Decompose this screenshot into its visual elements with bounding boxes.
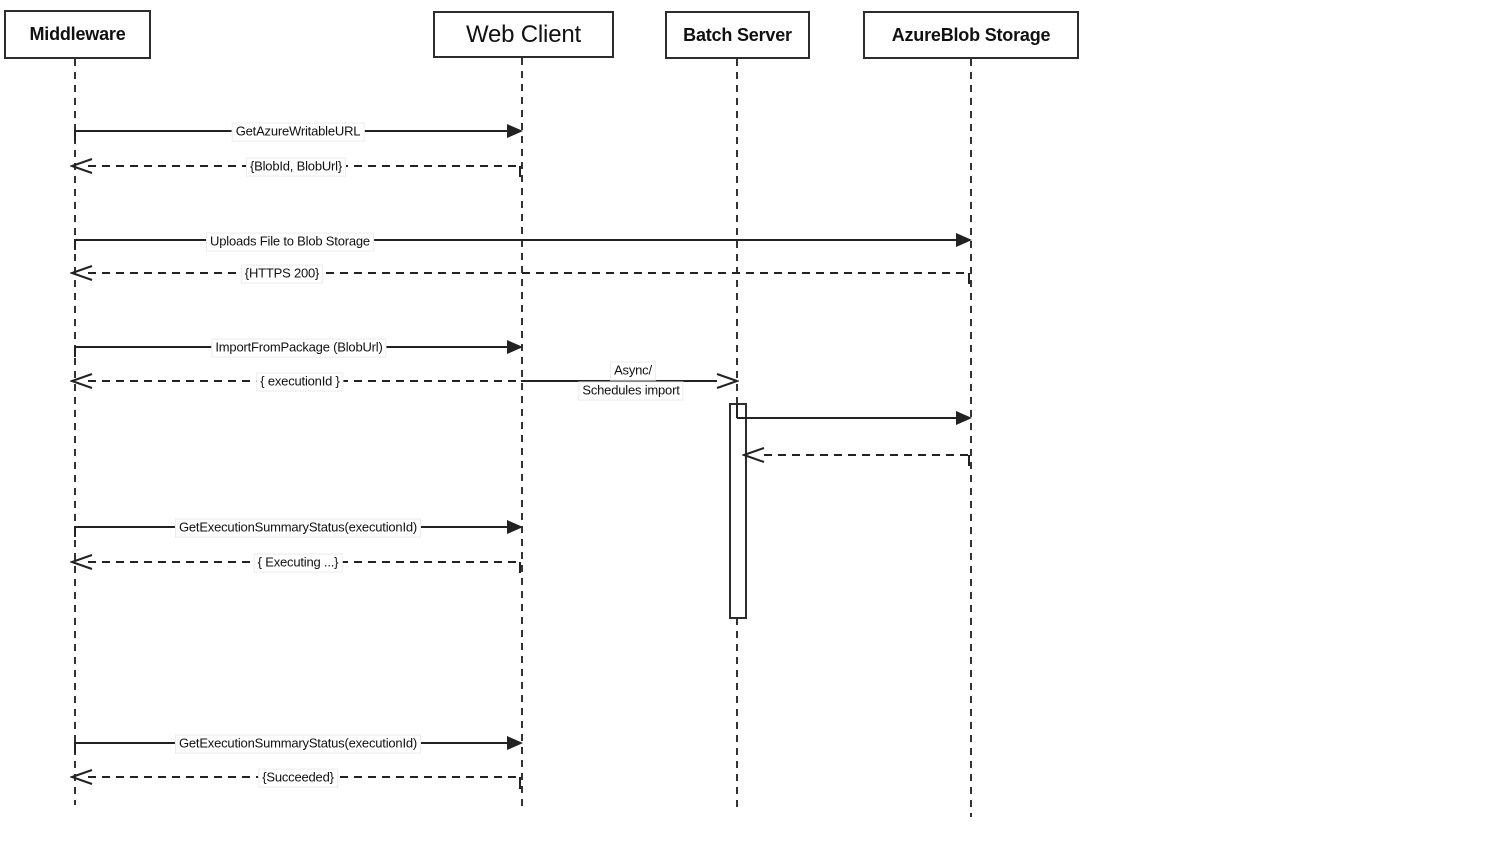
arrowhead-open-icon [716,373,739,389]
message-label: Uploads File to Blob Storage [206,232,374,252]
message-line [88,272,969,274]
actor-batch-server: Batch Server [665,11,810,59]
activation-bar-batch-server [729,403,747,619]
actor-batch-server-label: Batch Server [683,24,792,45]
message-line [764,454,970,456]
arrowhead-open-icon [70,265,93,281]
arrowhead-open-icon [742,447,765,463]
arrowhead-open-icon [70,554,93,570]
connector-tick [74,742,76,753]
lifeline-web-client [521,58,523,811]
arrowhead-filled-icon [507,124,523,138]
connector-tick [968,455,970,466]
connector-tick [968,273,970,284]
message-label: {Succeeded} [258,768,338,788]
message-label: ImportFromPackage (BlobUrl) [211,338,387,358]
actor-middleware-label: Middleware [29,24,126,44]
message-label: { Executing ...} [253,553,343,573]
connector-tick [519,166,521,177]
message-line [737,417,956,419]
message-label-line2: Schedules import [578,381,684,401]
connector-tick [74,346,76,357]
message-label: GetAzureWritableURL [231,122,365,142]
lifeline-azureblob-storage [970,59,972,817]
message-line [75,239,956,241]
connector-tick [74,526,76,537]
actor-middleware: Middleware [4,10,151,59]
message-label: {HTTPS 200} [240,264,324,284]
message-label: { executionId } [256,372,344,392]
connector-tick [519,777,521,789]
message-line [521,380,717,382]
arrowhead-filled-icon [507,340,523,354]
actor-azureblob-storage: AzureBlob Storage [863,11,1079,59]
message-label: GetExecutionSummaryStatus(executionId) [174,518,422,538]
arrowhead-filled-icon [956,411,972,425]
message-label-line1: Async/ [610,361,656,381]
arrowhead-filled-icon [507,520,523,534]
connector-tick [74,239,76,250]
connector-tick [74,130,76,141]
lifeline-middleware [74,59,76,805]
arrowhead-open-icon [70,158,93,174]
actor-web-client: Web Client [433,11,614,58]
arrowhead-filled-icon [507,736,523,750]
connector-tick [519,562,521,573]
arrowhead-filled-icon [956,233,972,247]
actor-azureblob-storage-label: AzureBlob Storage [891,24,1051,45]
arrowhead-open-icon [70,769,93,785]
connector-tick [736,404,738,418]
arrowhead-open-icon [70,373,93,389]
message-label: GetExecutionSummaryStatus(executionId) [174,734,422,754]
message-label: {BlobId, BlobUrl} [246,157,346,177]
actor-web-client-label: Web Client [466,20,581,48]
